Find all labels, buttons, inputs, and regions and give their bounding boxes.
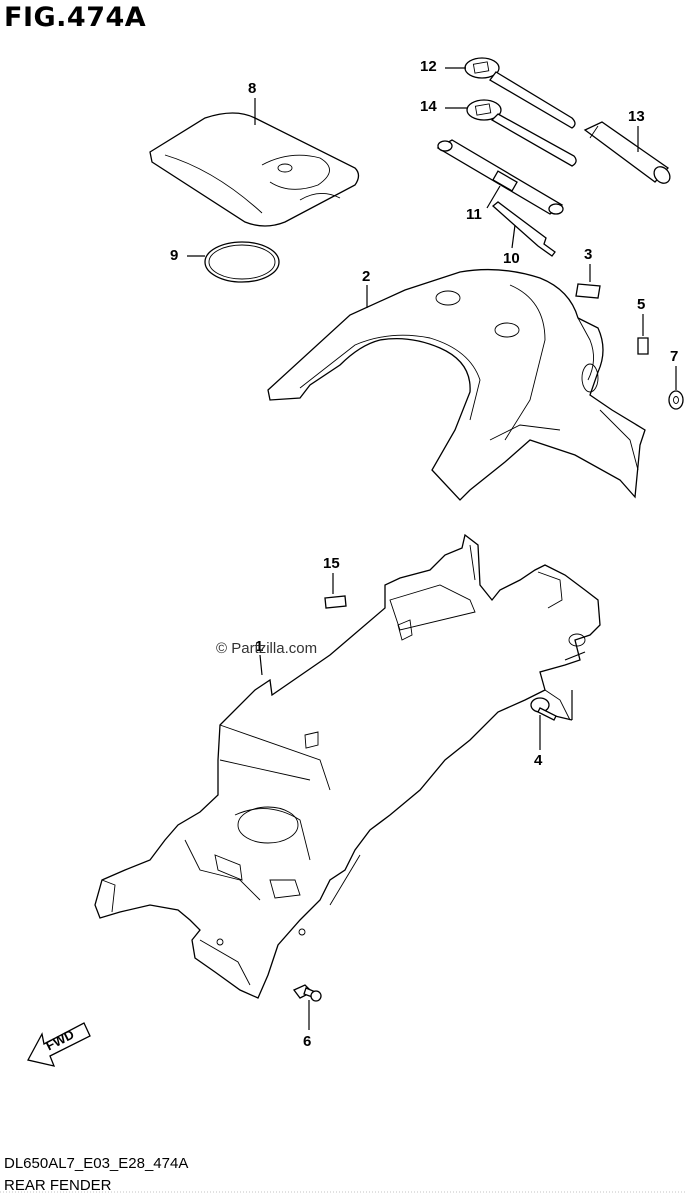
rear-fender-lower-part [94,533,601,999]
figure-caption: REAR FENDER [4,1177,112,1194]
watermark: © Partzilla.com [216,640,318,657]
wrench-12-part [464,57,576,129]
cushion-3-part [575,283,601,299]
bolt-4-part [530,697,557,721]
rubber-band-part [204,241,280,283]
wrench-14-part [466,99,577,167]
tool-bag-part [149,112,360,227]
cushion-5-part [637,337,649,355]
figure-title: FIG.474A [4,2,147,33]
callout-7: 7 [670,348,679,365]
callout-12: 12 [420,58,437,75]
fwd-arrow-icon: FWD [27,1022,91,1067]
callout-1: 1 [255,638,264,655]
callout-11: 11 [466,206,482,223]
callout-6: 6 [303,1033,312,1050]
socket-wrench-part [436,139,564,215]
callout-8: 8 [248,80,257,97]
washer-7-part [668,390,684,410]
callout-10: 10 [503,250,520,267]
callout-9: 9 [170,247,179,264]
callout-5: 5 [637,296,646,313]
callout-4: 4 [534,752,543,769]
rear-fender-part [267,268,646,501]
cushion-15-part [324,595,347,609]
callout-2: 2 [362,268,371,285]
model-code: DL650AL7_E03_E28_474A [4,1155,189,1172]
hex-key-part [491,201,556,257]
callout-15: 15 [323,555,340,572]
callout-13: 13 [628,108,645,125]
bolt-6-part [292,984,322,1002]
callout-3: 3 [584,246,593,263]
callout-14: 14 [420,98,437,115]
handle-tube-part [583,121,671,184]
